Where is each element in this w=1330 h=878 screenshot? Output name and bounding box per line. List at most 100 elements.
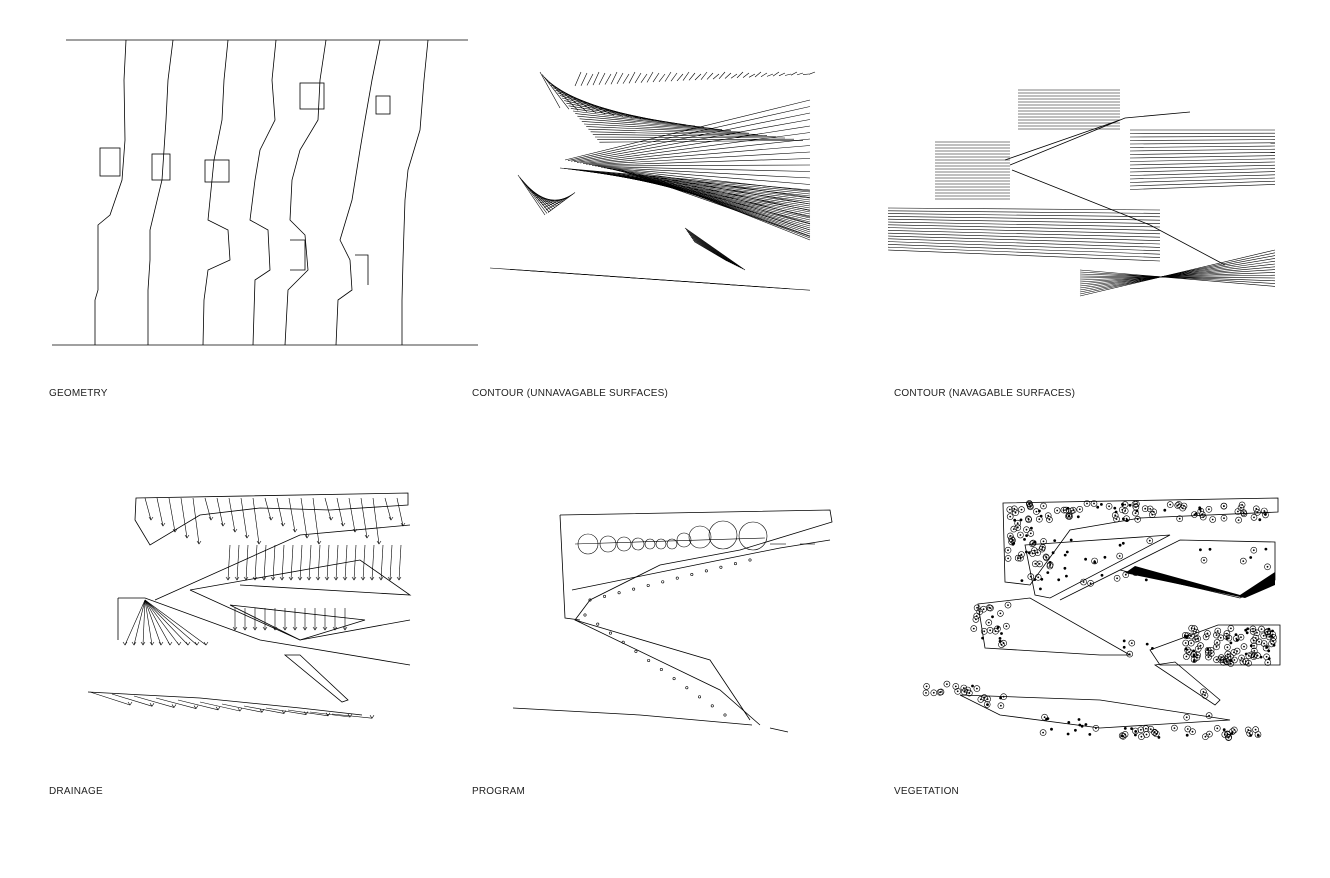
plant-symbol (1185, 648, 1193, 656)
plant-symbol (1243, 645, 1245, 648)
plant-symbol (1245, 631, 1249, 635)
plant-symbol (1208, 508, 1210, 511)
plant-symbol (1041, 548, 1043, 550)
drainage-arrow (127, 701, 133, 706)
plant-symbol (973, 685, 981, 692)
program-node (676, 532, 692, 548)
plant-symbol (1007, 557, 1009, 560)
plant-symbol (1199, 510, 1202, 513)
plant-symbol (1260, 628, 1263, 630)
caption-contour-navigable: CONTOUR (NAVAGABLE SURFACES) (894, 388, 1076, 399)
contour-line (796, 72, 804, 76)
plant-symbol (1023, 538, 1026, 541)
contour-line (712, 73, 720, 80)
plant-symbol (1199, 513, 1207, 521)
plant-symbol (1151, 647, 1154, 650)
plant-symbol (1180, 502, 1188, 510)
plant-symbol (1066, 732, 1070, 736)
plant-symbol (1100, 503, 1103, 506)
plant-symbol (1036, 515, 1043, 523)
plant-symbol (1230, 649, 1238, 656)
drainage-ramp (283, 654, 349, 703)
plant-symbol (1006, 506, 1014, 513)
drainage-arrow (158, 641, 164, 646)
plant-symbol (1010, 505, 1018, 513)
plant-symbol (1258, 518, 1262, 522)
plant-symbol (1254, 728, 1257, 731)
contour-line (887, 218, 1161, 224)
drainage-arrow (333, 576, 339, 581)
plant-symbol (1076, 505, 1084, 513)
geometry-drawing (52, 39, 478, 346)
plant-symbol (1227, 660, 1235, 667)
plant-symbol (1264, 563, 1271, 571)
drainage-arrow (360, 576, 366, 581)
plant-symbol (1203, 559, 1205, 562)
plant-symbol (1266, 661, 1269, 664)
plant-symbol (1242, 660, 1244, 663)
plant-symbol (1166, 501, 1174, 508)
drainage-arrow (122, 641, 128, 646)
plant-symbol (1013, 507, 1016, 510)
plant-symbol (1124, 503, 1126, 506)
plant-symbol (1011, 539, 1014, 542)
plant-symbol (1046, 516, 1053, 523)
plant-symbol (1063, 566, 1067, 570)
plant-symbol (1246, 627, 1250, 631)
plant-symbol (1108, 505, 1110, 508)
geometry-strip-4 (249, 39, 277, 346)
plant-symbol (1136, 518, 1139, 521)
contour-line (772, 71, 780, 77)
plant-symbol (1045, 556, 1047, 558)
plant-symbol (1039, 587, 1042, 591)
vegetation-plate-left (977, 597, 1132, 656)
plant-symbol (1029, 540, 1036, 548)
drainage-arrow (388, 516, 394, 521)
plant-symbol (1076, 515, 1080, 519)
plant-symbol (1223, 517, 1225, 520)
contour-line (687, 232, 740, 268)
contour-line (766, 73, 774, 77)
plant-symbol (1265, 645, 1269, 649)
contour-line (639, 177, 811, 231)
contour-line (684, 227, 746, 271)
plant-symbol (975, 615, 978, 617)
plant-symbol (1065, 512, 1072, 520)
drainage-flow-line (236, 544, 240, 581)
plant-symbol (1145, 733, 1148, 736)
contour-line (1129, 155, 1276, 159)
plant-symbol (1118, 732, 1126, 740)
plant-symbol (1245, 652, 1253, 660)
plant-symbol (1019, 518, 1023, 522)
plant-symbol (1126, 650, 1133, 658)
plant-symbol (1009, 536, 1016, 544)
program-marker (634, 649, 638, 653)
program-outline (559, 514, 581, 621)
drainage-arrow (268, 516, 274, 521)
plant-symbol (1124, 733, 1126, 736)
plant-symbol (1145, 727, 1147, 730)
program-node (655, 538, 667, 550)
contour-line (1129, 184, 1276, 190)
contour-line (1129, 142, 1276, 145)
drainage-arrow (280, 522, 286, 527)
plant-symbol (1019, 557, 1022, 560)
contour-line (539, 71, 561, 109)
plant-symbol (1135, 506, 1137, 508)
drainage-flow-line (144, 599, 153, 646)
contour-line (634, 72, 642, 84)
geometry-opening (99, 147, 121, 177)
geometry-strip-2 (147, 39, 174, 345)
plant-symbol (1214, 724, 1221, 732)
drainage-flow-line (336, 497, 344, 527)
program-marker (723, 713, 727, 717)
caption-contour-unnavigable: CONTOUR (UNNAVAGABLE SURFACES) (472, 388, 669, 399)
plant-symbol (1029, 539, 1037, 547)
plant-symbol (962, 687, 965, 689)
plant-symbol (1194, 635, 1201, 643)
contour-line (594, 164, 811, 167)
drainage-flow-line (288, 497, 296, 533)
contour-line (1079, 269, 1276, 287)
plant-symbol (1220, 502, 1228, 510)
drainage-flow-line (317, 544, 321, 581)
